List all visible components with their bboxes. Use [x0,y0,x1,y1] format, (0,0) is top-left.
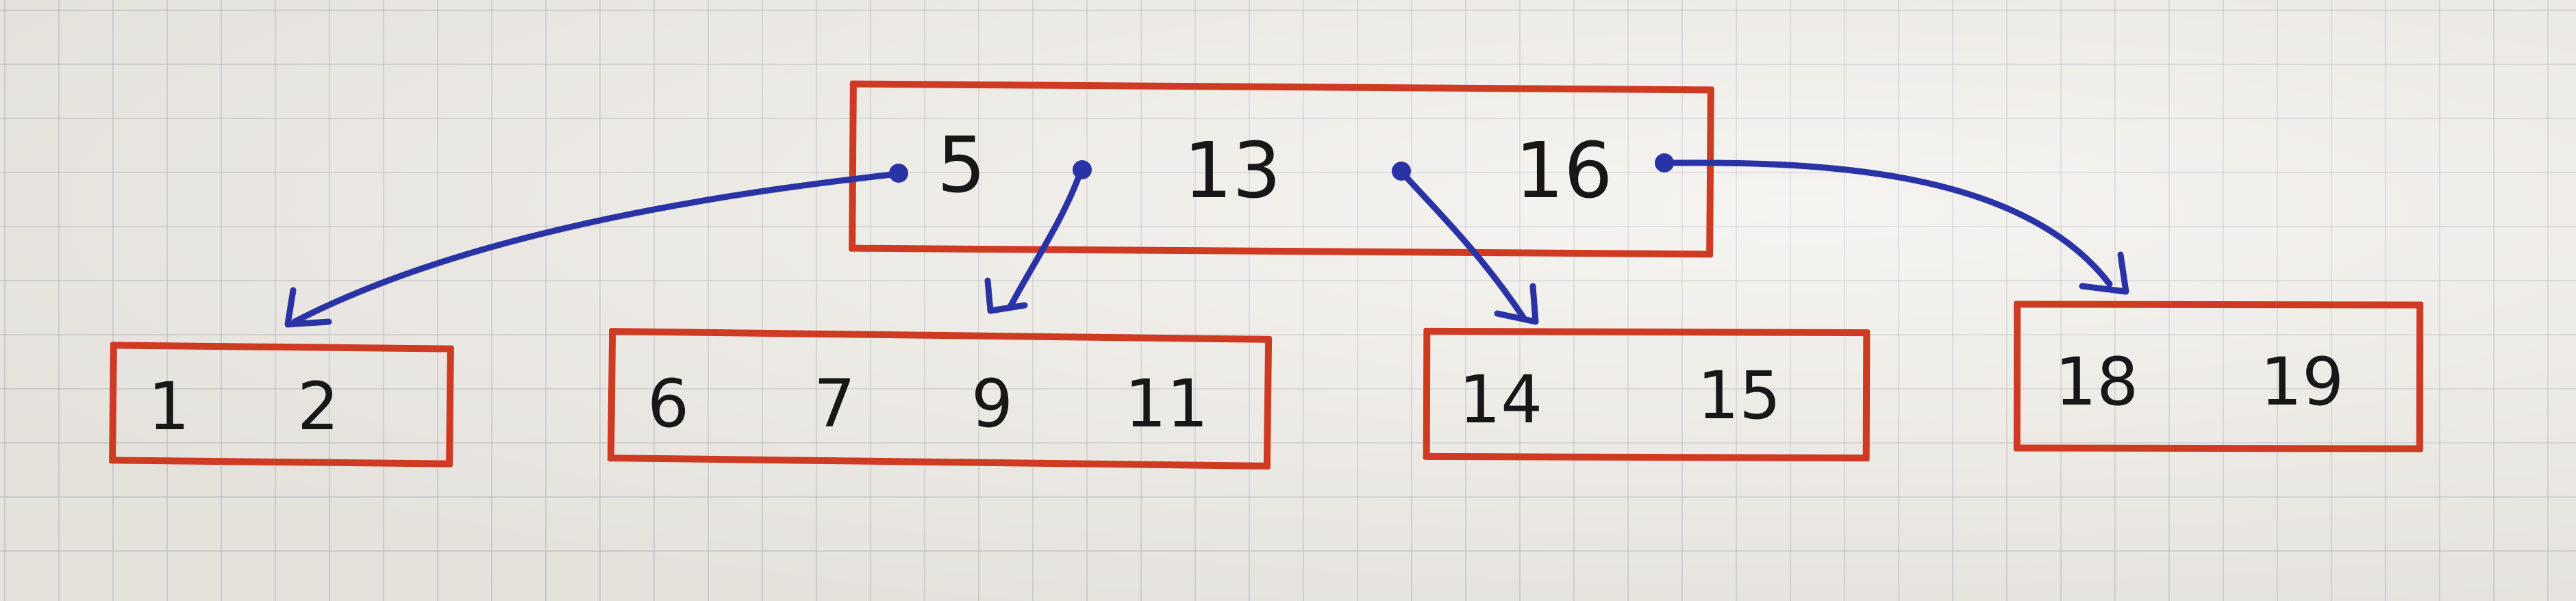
arrowhead-1 [284,287,332,328]
child-key: 2 [297,368,340,445]
arrowhead-4 [2079,251,2129,295]
arrowhead-3 [1494,283,1539,325]
child-key: 9 [971,366,1014,442]
pointer-dot-3 [1392,162,1411,181]
root-key: 5 [937,121,986,210]
child-key: 1 [148,368,190,445]
child-key: 6 [647,366,690,442]
root-key: 16 [1515,127,1613,216]
child-key: 11 [1125,366,1209,442]
arrowhead-2 [984,277,1028,314]
pointer-dot-1 [889,164,908,183]
pointer-arrow-3 [1397,168,1527,322]
pointer-arrow-1 [291,171,895,325]
child-key: 14 [1459,361,1543,438]
child-key: 18 [2055,344,2139,420]
pointer-arrow-2 [1007,168,1084,310]
pointer-dot-4 [1655,153,1674,172]
child-key: 7 [814,366,856,442]
pointer-arrow-4 [1661,159,2113,287]
pointer-dot-2 [1073,160,1092,179]
child-key: 19 [2260,344,2344,420]
child-key: 15 [1697,357,1781,434]
root-key: 13 [1184,127,1281,216]
